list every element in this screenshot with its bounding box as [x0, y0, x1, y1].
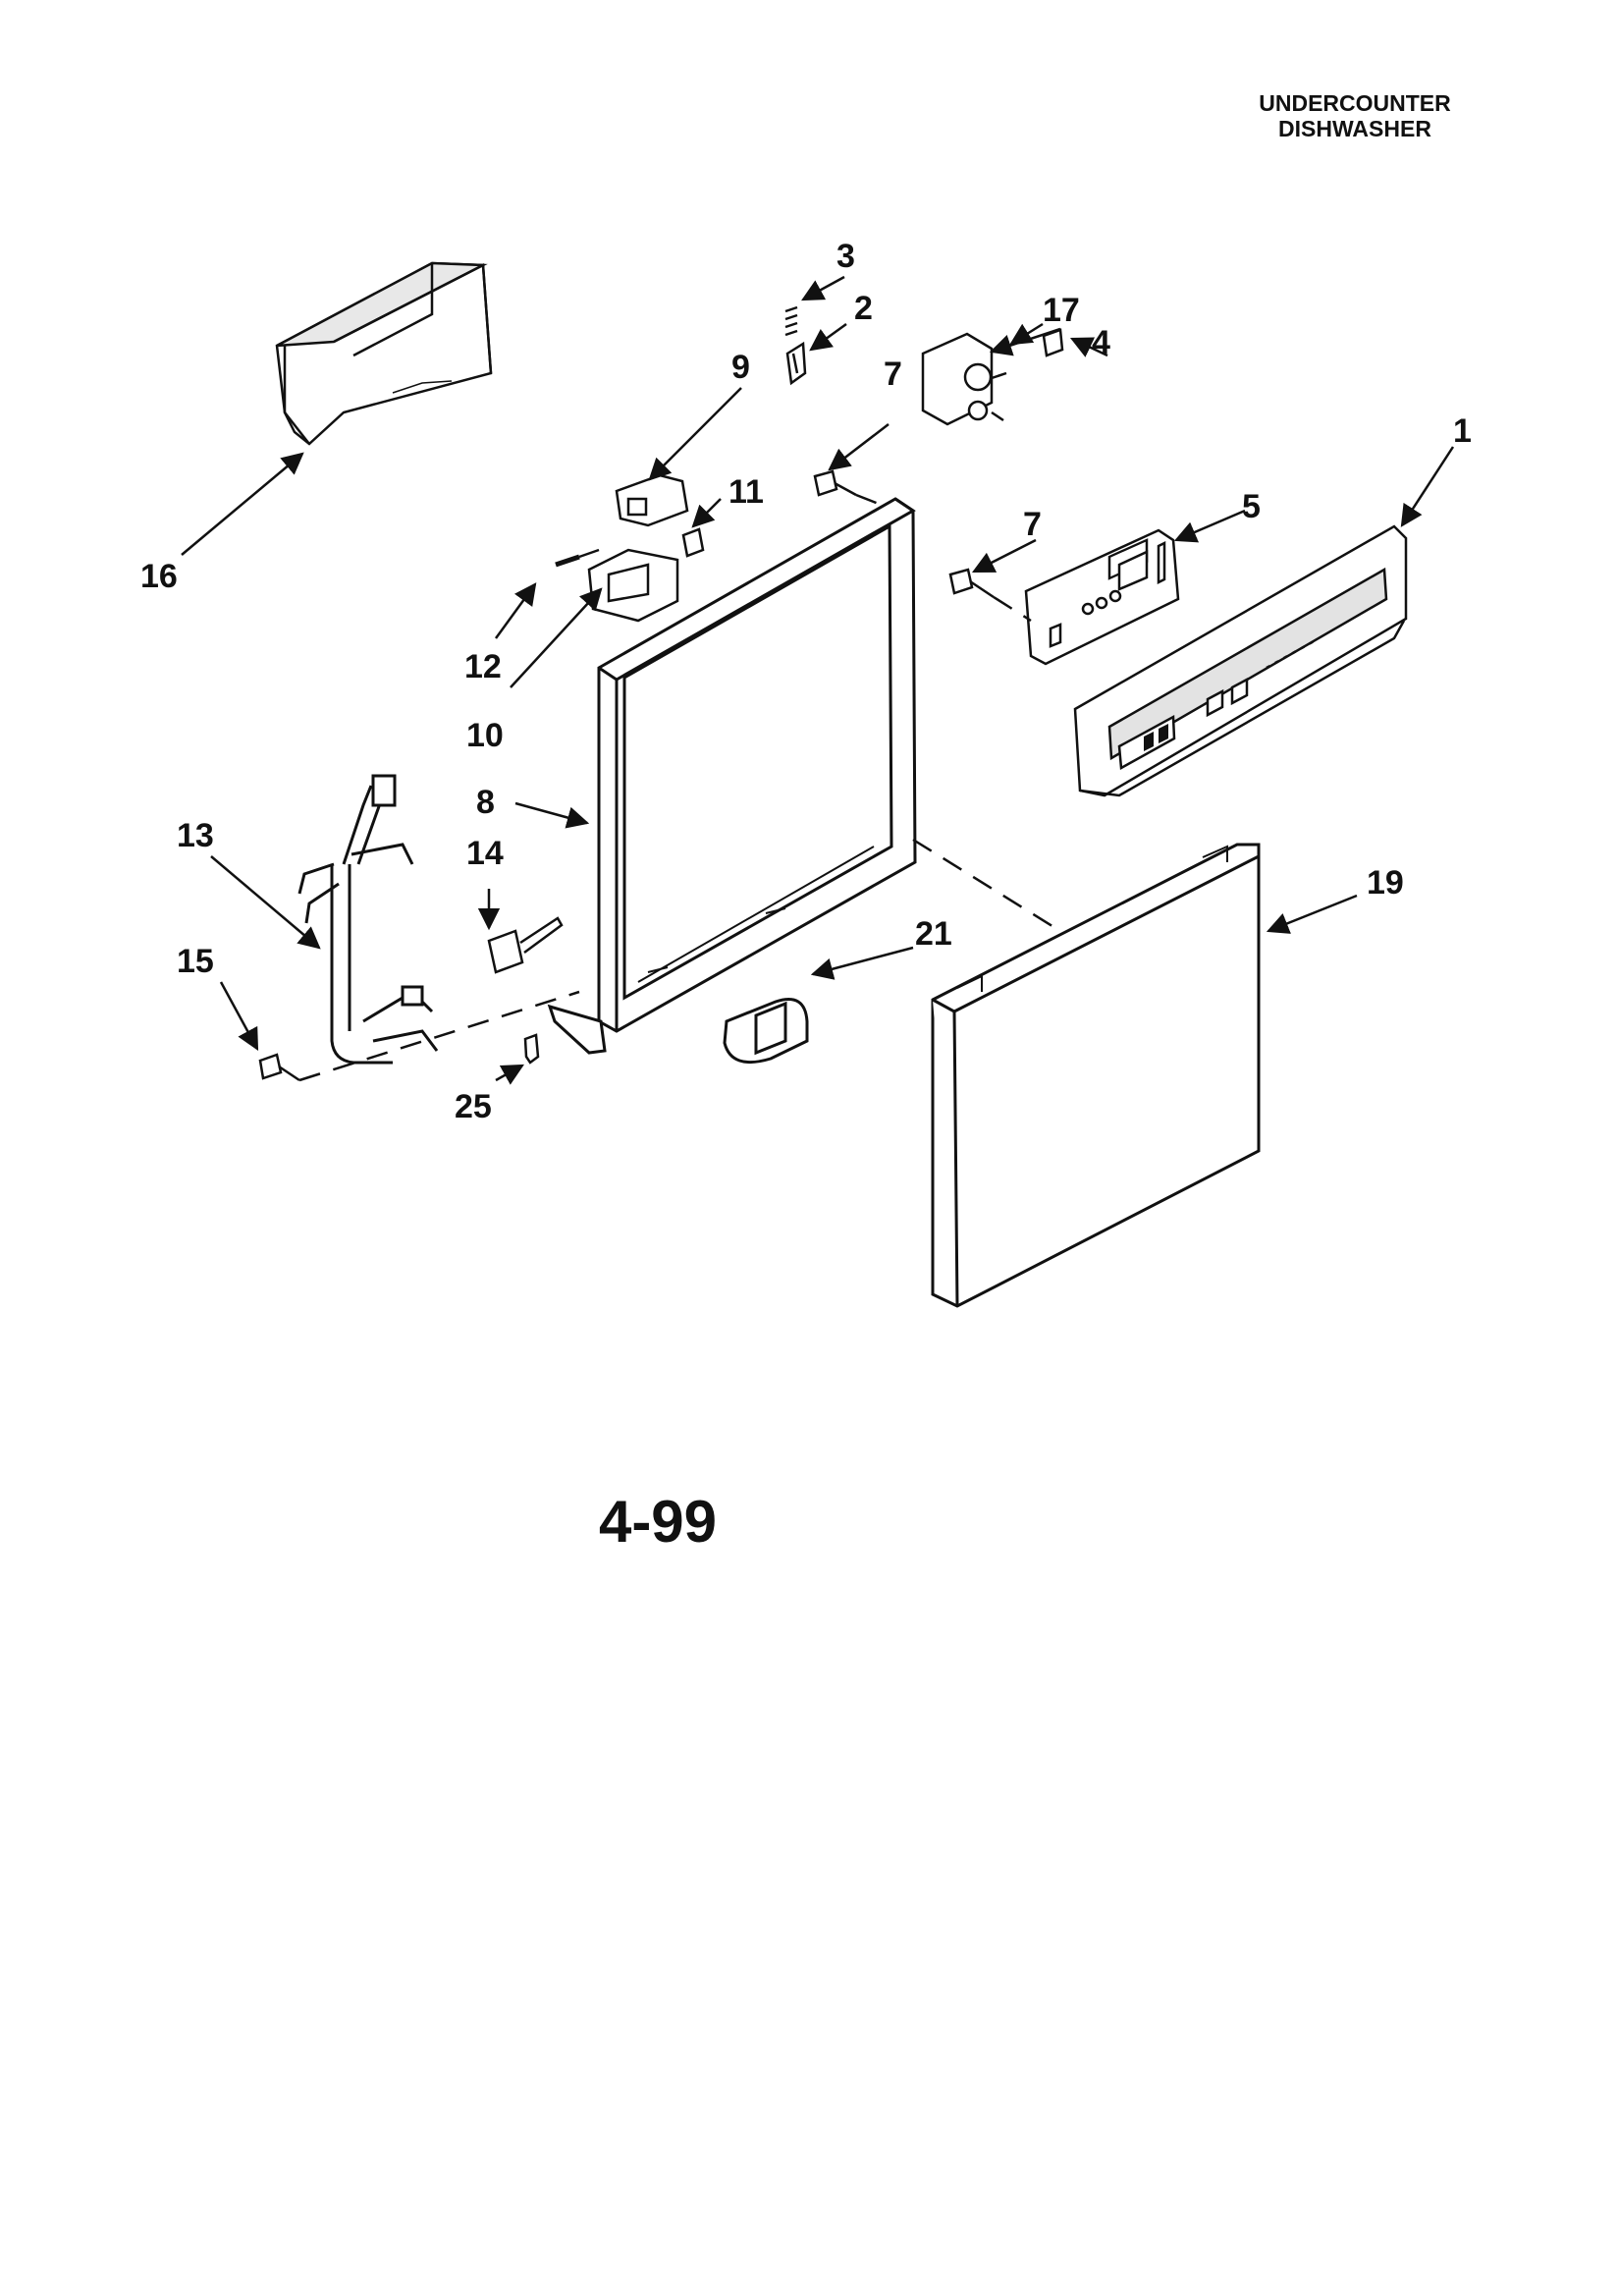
part-3-spring [784, 305, 798, 337]
part-10-latch-housing [587, 548, 679, 623]
part-2-latch [785, 341, 807, 386]
part-17-switch [921, 332, 1007, 426]
callout-17: 17 [1043, 292, 1080, 329]
part-5-control-panel [1024, 528, 1180, 666]
callout-25: 25 [455, 1088, 492, 1125]
callout-19: 19 [1367, 864, 1404, 902]
page-number: 4-99 [598, 1489, 718, 1555]
part-13-wire-harness [297, 774, 439, 1065]
callout-7-upper: 7 [884, 355, 902, 393]
callout-5: 5 [1242, 488, 1261, 525]
part-1-console [1073, 524, 1408, 797]
callout-3: 3 [836, 238, 855, 275]
callout-4: 4 [1092, 324, 1110, 361]
header-line-1: UNDERCOUNTER [1259, 90, 1451, 116]
callout-15: 15 [177, 943, 214, 980]
callout-12: 12 [464, 648, 502, 685]
callout-13: 13 [177, 817, 214, 854]
callout-11: 11 [728, 473, 764, 511]
leader-arrows [181, 275, 1455, 1085]
header: UNDERCOUNTER DISHWASHER [1208, 90, 1502, 141]
callout-9: 9 [731, 349, 750, 386]
part-11-connector [681, 527, 705, 558]
part-9-latch-bracket [615, 473, 689, 527]
callout-1: 1 [1453, 412, 1472, 450]
callout-8: 8 [476, 784, 495, 821]
part-7-screw-upper [813, 469, 857, 497]
part-8-door-frame [547, 497, 917, 1055]
callout-7-lower: 7 [1023, 506, 1042, 543]
callout-21: 21 [915, 915, 952, 953]
part-16-top-cover [275, 261, 493, 446]
part-19-door-panel [931, 843, 1261, 1308]
assembly-guide-lines [298, 493, 1056, 1082]
part-21-handle-bracket [723, 998, 809, 1064]
part-7-screw-lower [948, 568, 995, 599]
part-25-clip [523, 1033, 540, 1065]
callout-16: 16 [140, 558, 178, 595]
header-line-2: DISHWASHER [1278, 116, 1431, 141]
part-15-screw [258, 1053, 300, 1082]
part-14-sensor [487, 916, 564, 974]
callout-labels: 3 2 17 4 9 7 1 11 5 7 16 12 10 8 13 14 1… [140, 238, 1472, 1125]
callout-14: 14 [466, 835, 504, 872]
callout-10: 10 [466, 717, 504, 754]
part-12-pin [555, 554, 580, 568]
callout-2: 2 [854, 290, 873, 327]
